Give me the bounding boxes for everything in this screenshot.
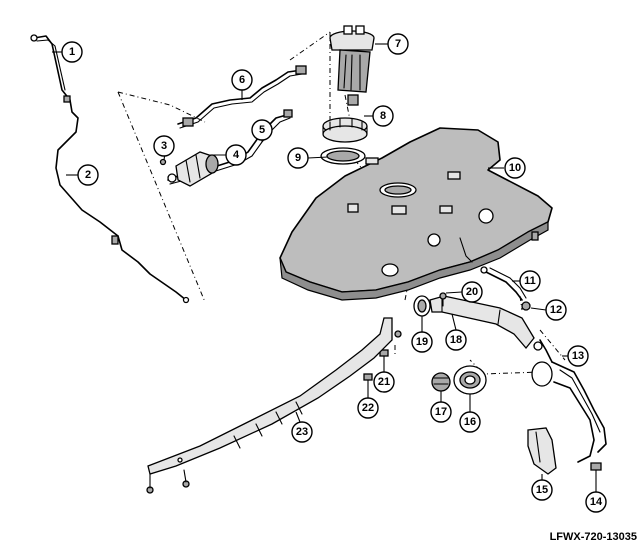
callout-15: 15 (531, 479, 553, 501)
callout-label: 6 (239, 74, 245, 86)
callout-label: 9 (295, 152, 301, 164)
callout-7: 7 (387, 33, 409, 55)
callout-17: 17 (430, 401, 452, 423)
fuel-filter (159, 151, 219, 187)
callout-4: 4 (225, 144, 247, 166)
callout-label: 19 (416, 336, 428, 348)
callout-22: 22 (357, 397, 379, 419)
callout-19: 19 (411, 331, 433, 353)
bolt-22 (363, 373, 373, 387)
callout-2: 2 (77, 164, 99, 186)
callout-13: 13 (567, 345, 589, 367)
callout-21: 21 (373, 371, 395, 393)
gasket (320, 147, 366, 165)
filler-neck-tube (531, 339, 607, 463)
fuel-pump-module (329, 25, 375, 106)
callout-label: 21 (378, 376, 390, 388)
tank-strap (146, 317, 402, 494)
callout-20: 20 (461, 281, 483, 303)
callout-label: 3 (161, 140, 167, 152)
callout-label: 15 (536, 484, 548, 496)
breather-hose (480, 266, 527, 301)
filler-cap (431, 372, 451, 392)
callout-label: 23 (296, 426, 308, 438)
bolt-20 (439, 292, 447, 307)
fuel-tank (279, 127, 553, 301)
callout-label: 18 (450, 334, 462, 346)
filler-hose (429, 295, 535, 350)
filler-ring (453, 365, 487, 395)
callout-5: 5 (251, 119, 273, 141)
callout-label: 2 (85, 169, 91, 181)
callout-6: 6 (231, 69, 253, 91)
callout-label: 20 (466, 286, 478, 298)
hose-clamp (413, 295, 431, 317)
figure-code: LFWX-720-13035 (550, 531, 637, 543)
callout-label: 22 (362, 402, 374, 414)
callout-23: 23 (291, 421, 313, 443)
callout-11: 11 (519, 270, 541, 292)
callout-10: 10 (504, 157, 526, 179)
callout-label: 16 (464, 416, 476, 428)
callout-label: 1 (69, 46, 75, 58)
callout-label: 10 (509, 162, 521, 174)
callout-8: 8 (372, 105, 394, 127)
callout-16: 16 (459, 411, 481, 433)
callout-9: 9 (287, 147, 309, 169)
callout-label: 11 (524, 275, 536, 287)
callout-14: 14 (585, 491, 607, 513)
callout-label: 5 (259, 124, 265, 136)
fuel-line-long (30, 34, 190, 304)
bolt-21 (379, 349, 389, 363)
callout-label: 12 (550, 304, 562, 316)
callout-label: 13 (572, 350, 584, 362)
lock-ring (322, 117, 368, 143)
callout-label: 7 (395, 38, 401, 50)
callout-18: 18 (445, 329, 467, 351)
filler-bracket (527, 427, 557, 475)
callout-label: 8 (380, 110, 386, 122)
hose-clip (521, 301, 531, 311)
fuel-tube-upper (177, 65, 307, 129)
bolt-14 (590, 462, 602, 479)
callout-3: 3 (153, 135, 175, 157)
callout-12: 12 (545, 299, 567, 321)
callout-label: 17 (435, 406, 447, 418)
callout-label: 14 (590, 496, 603, 508)
callout-label: 4 (233, 149, 240, 161)
callout-1: 1 (61, 41, 83, 63)
